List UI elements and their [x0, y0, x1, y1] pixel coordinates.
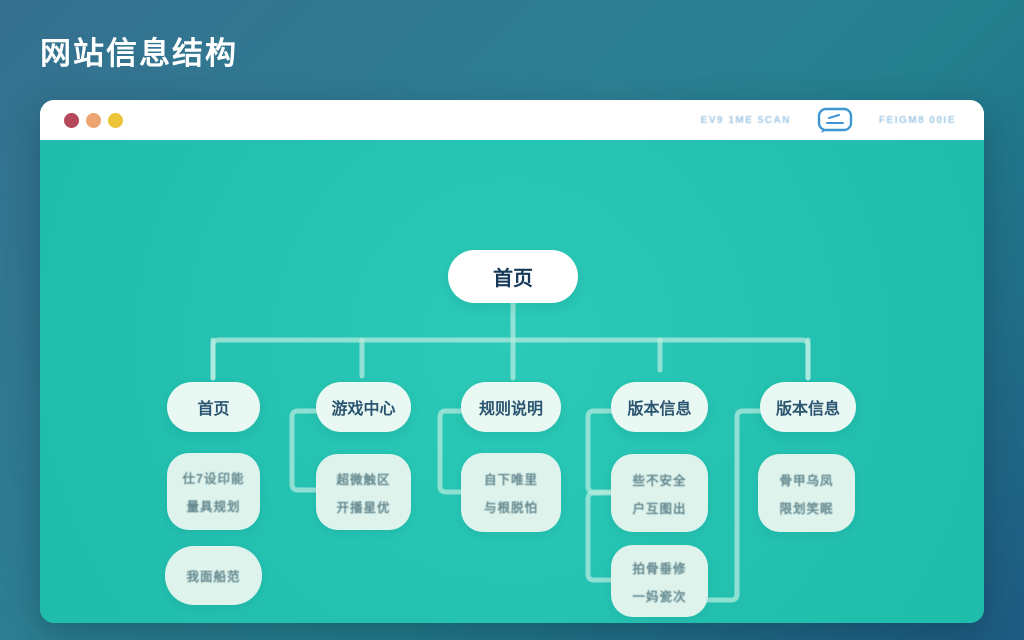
toolbar-right-text: FEIGM8 00IE — [878, 114, 956, 126]
toolbar-right: EV9 1ME 5CAN FEIGM8 00IE — [701, 107, 984, 134]
branch-node-version-2: 版本信息 — [760, 382, 856, 432]
sub-node-text: 些不安全 — [632, 473, 687, 488]
branch-label: 版本信息 — [627, 401, 692, 418]
sub-node-text: 自下唯里 — [483, 473, 538, 487]
sub-node-text: 拍骨垂修 — [632, 561, 687, 576]
branch-node-game-center: 游戏中心 — [316, 382, 411, 432]
branch-label: 版本信息 — [775, 401, 840, 418]
zoom-window-button[interactable] — [108, 112, 123, 128]
branch-node-rules: 规则说明 — [461, 382, 561, 432]
chat-bubble-icon[interactable] — [817, 107, 853, 134]
browser-chrome-bar: EV9 1ME 5CAN FEIGM8 00IE — [40, 100, 984, 140]
browser-window: 首页 首页 游戏中心 规则说明 版本信息 版本信息 仕7设印能 量具规划 我面船… — [40, 100, 984, 623]
sub-node-text: 我面船范 — [186, 570, 241, 584]
window-controls — [64, 112, 123, 128]
page-title: 网站信息结构 — [40, 36, 238, 71]
minimize-window-button[interactable] — [86, 112, 101, 128]
sub-node: 仕7设印能 量具规划 — [167, 453, 260, 530]
sub-node-text: 量具规划 — [186, 500, 241, 514]
sub-node-text: 仕7设印能 — [182, 472, 245, 486]
sub-node-text: 户互图出 — [632, 501, 687, 516]
sub-node-text: 超微触区 — [336, 472, 391, 487]
sub-node-text: 一妈瓷次 — [632, 589, 687, 604]
branch-label: 游戏中心 — [331, 401, 396, 418]
sub-node: 些不安全 户互图出 — [611, 454, 708, 532]
branch-label: 规则说明 — [478, 401, 543, 418]
sub-node: 拍骨垂修 一妈瓷次 — [611, 545, 708, 617]
diagram-canvas: 首页 首页 游戏中心 规则说明 版本信息 版本信息 仕7设印能 量具规划 我面船… — [40, 140, 984, 623]
sub-node-text: 与根脱怕 — [483, 501, 538, 515]
sub-node: 超微触区 开播星优 — [316, 454, 411, 530]
branch-node-version-1: 版本信息 — [611, 382, 708, 432]
sub-node-text: 骨甲乌凤 — [779, 473, 834, 488]
sub-node-text: 开播星优 — [336, 500, 391, 515]
sub-node: 骨甲乌凤 限划笑眠 — [758, 454, 855, 532]
tree-root-node: 首页 — [448, 250, 578, 303]
close-window-button[interactable] — [64, 112, 79, 128]
sub-node: 我面船范 — [165, 546, 262, 605]
tree-root-label: 首页 — [493, 268, 533, 290]
toolbar-left-text: EV9 1ME 5CAN — [700, 114, 791, 126]
branch-label: 首页 — [197, 401, 230, 418]
sub-node: 自下唯里 与根脱怕 — [461, 453, 561, 532]
sub-node-text: 限划笑眠 — [779, 501, 834, 516]
branch-node-home: 首页 — [167, 382, 260, 432]
